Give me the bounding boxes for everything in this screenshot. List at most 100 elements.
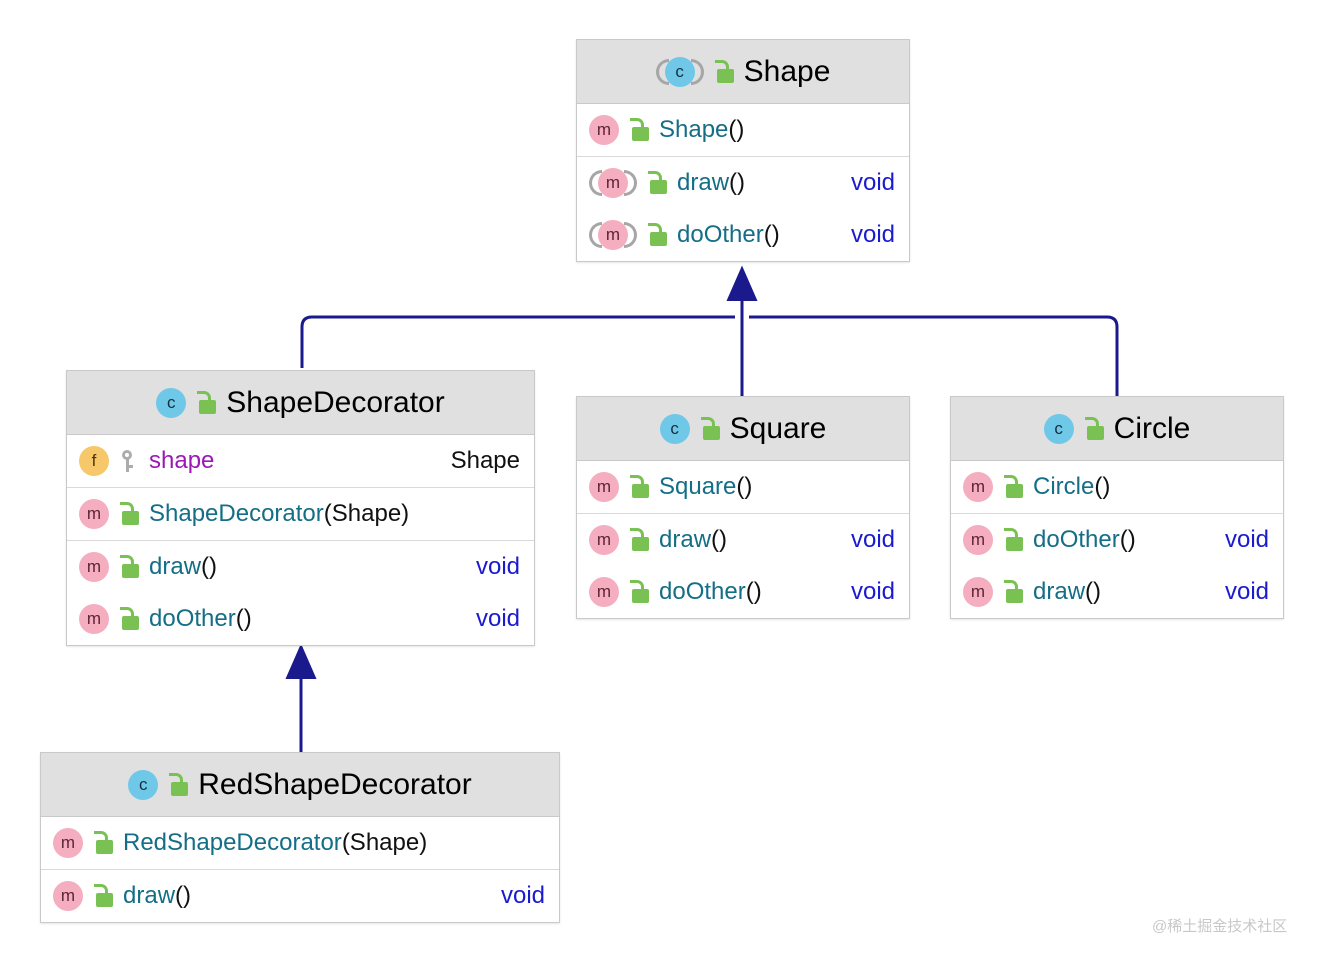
member-signature: () — [1085, 578, 1102, 605]
member-row[interactable]: m Circle() — [951, 461, 1283, 513]
unlock-icon — [117, 606, 139, 632]
member-row[interactable]: m draw() void — [951, 566, 1283, 618]
member-signature: (Shape) — [341, 829, 428, 856]
member-row[interactable]: m doOther() void — [951, 514, 1283, 566]
member-type: void — [850, 578, 895, 605]
class-section: m draw() void m doOther() void — [577, 513, 909, 618]
class-section: m draw() void m doOther() void — [67, 540, 534, 645]
class-box-shape[interactable]: c Shape m Shape() m — [576, 39, 910, 262]
member-row[interactable]: m draw() void — [67, 541, 534, 593]
class-icon: c — [655, 56, 704, 87]
class-name: RedShapeDecorator — [198, 767, 472, 801]
method-icon: m — [53, 881, 83, 911]
class-section: f shape Shape — [67, 435, 534, 487]
class-header-shapedecorator: c ShapeDecorator — [67, 371, 534, 435]
member-name: doOther — [677, 221, 764, 248]
member-row[interactable]: m doOther() void — [577, 209, 909, 261]
class-box-square[interactable]: c Square m Square() m — [576, 396, 910, 619]
member-name: Shape — [659, 116, 729, 143]
method-icon: m — [79, 604, 109, 634]
unlock-icon — [1001, 474, 1023, 500]
method-icon: m — [963, 577, 993, 607]
class-header-circle: c Circle — [951, 397, 1283, 461]
method-icon: m — [79, 552, 109, 582]
member-signature: () — [736, 473, 753, 500]
unlock-icon — [627, 474, 649, 500]
class-box-redshapedecorator[interactable]: c RedShapeDecorator m RedShapeDecorator(… — [40, 752, 560, 923]
member-name: RedShapeDecorator — [123, 829, 342, 856]
method-icon: m — [589, 115, 619, 145]
member-row[interactable]: m doOther() void — [67, 593, 534, 645]
member-signature: () — [1119, 526, 1136, 553]
unlock-icon — [117, 501, 139, 527]
member-signature: () — [763, 221, 780, 248]
class-name: ShapeDecorator — [226, 385, 445, 419]
unlock-icon — [91, 830, 113, 856]
class-icon: c — [659, 413, 690, 444]
method-icon: m — [589, 168, 637, 198]
member-signature: () — [1094, 473, 1111, 500]
method-icon: m — [79, 499, 109, 529]
class-header-square: c Square — [577, 397, 909, 461]
member-type: void — [475, 605, 520, 632]
member-type: void — [850, 221, 895, 248]
member-row[interactable]: m Square() — [577, 461, 909, 513]
unlock-icon — [1082, 416, 1104, 442]
member-row[interactable]: m draw() void — [577, 514, 909, 566]
class-header-redshapedecorator: c RedShapeDecorator — [41, 753, 559, 817]
member-row[interactable]: m Shape() — [577, 104, 909, 156]
member-name: doOther — [659, 578, 746, 605]
member-type: Shape — [450, 447, 520, 474]
member-signature: () — [711, 526, 728, 553]
unlock-icon — [1001, 527, 1023, 553]
member-name: Square — [659, 473, 737, 500]
member-name: Circle — [1033, 473, 1095, 500]
member-name: doOther — [1033, 526, 1120, 553]
member-row[interactable]: f shape Shape — [67, 435, 534, 487]
member-type: void — [850, 169, 895, 196]
member-type: void — [850, 526, 895, 553]
unlock-icon — [627, 579, 649, 605]
member-signature: () — [201, 553, 218, 580]
class-section: m RedShapeDecorator(Shape) — [41, 817, 559, 869]
class-section: m Shape() — [577, 104, 909, 156]
member-type: void — [475, 553, 520, 580]
class-box-shapedecorator[interactable]: c ShapeDecorator f shape Shape — [66, 370, 535, 646]
member-row[interactable]: m doOther() void — [577, 566, 909, 618]
class-section: m draw() void — [41, 869, 559, 922]
edge-shapedecorator-to-shape — [300, 315, 735, 368]
method-icon: m — [589, 577, 619, 607]
member-name: draw — [659, 526, 712, 553]
member-signature: () — [728, 116, 745, 143]
member-type: void — [1224, 526, 1269, 553]
class-section: m draw() void m doOther() void — [577, 156, 909, 261]
member-row[interactable]: m draw() void — [41, 870, 559, 922]
member-row[interactable]: m RedShapeDecorator(Shape) — [41, 817, 559, 869]
class-header-shape: c Shape — [577, 40, 909, 104]
unlock-icon — [91, 883, 113, 909]
class-box-circle[interactable]: c Circle m Circle() m — [950, 396, 1284, 619]
member-signature: () — [745, 578, 762, 605]
method-icon: m — [589, 220, 637, 250]
member-signature: () — [729, 169, 746, 196]
class-icon: c — [1043, 413, 1074, 444]
class-section: m ShapeDecorator(Shape) — [67, 487, 534, 540]
unlock-icon — [698, 416, 720, 442]
method-icon: m — [589, 525, 619, 555]
member-name: draw — [123, 882, 176, 909]
edge-circle-to-shape — [749, 315, 1119, 396]
key-icon — [117, 448, 139, 474]
member-row[interactable]: m ShapeDecorator(Shape) — [67, 488, 534, 540]
unlock-icon — [117, 554, 139, 580]
unlock-icon — [712, 59, 734, 85]
arrowhead-shape — [726, 265, 758, 301]
method-icon: m — [963, 472, 993, 502]
unlock-icon — [645, 222, 667, 248]
member-signature: (Shape) — [323, 500, 410, 527]
class-section: m doOther() void m draw() void — [951, 513, 1283, 618]
member-row[interactable]: m draw() void — [577, 157, 909, 209]
class-icon: c — [128, 769, 159, 800]
method-icon: m — [53, 828, 83, 858]
method-icon: m — [963, 525, 993, 555]
